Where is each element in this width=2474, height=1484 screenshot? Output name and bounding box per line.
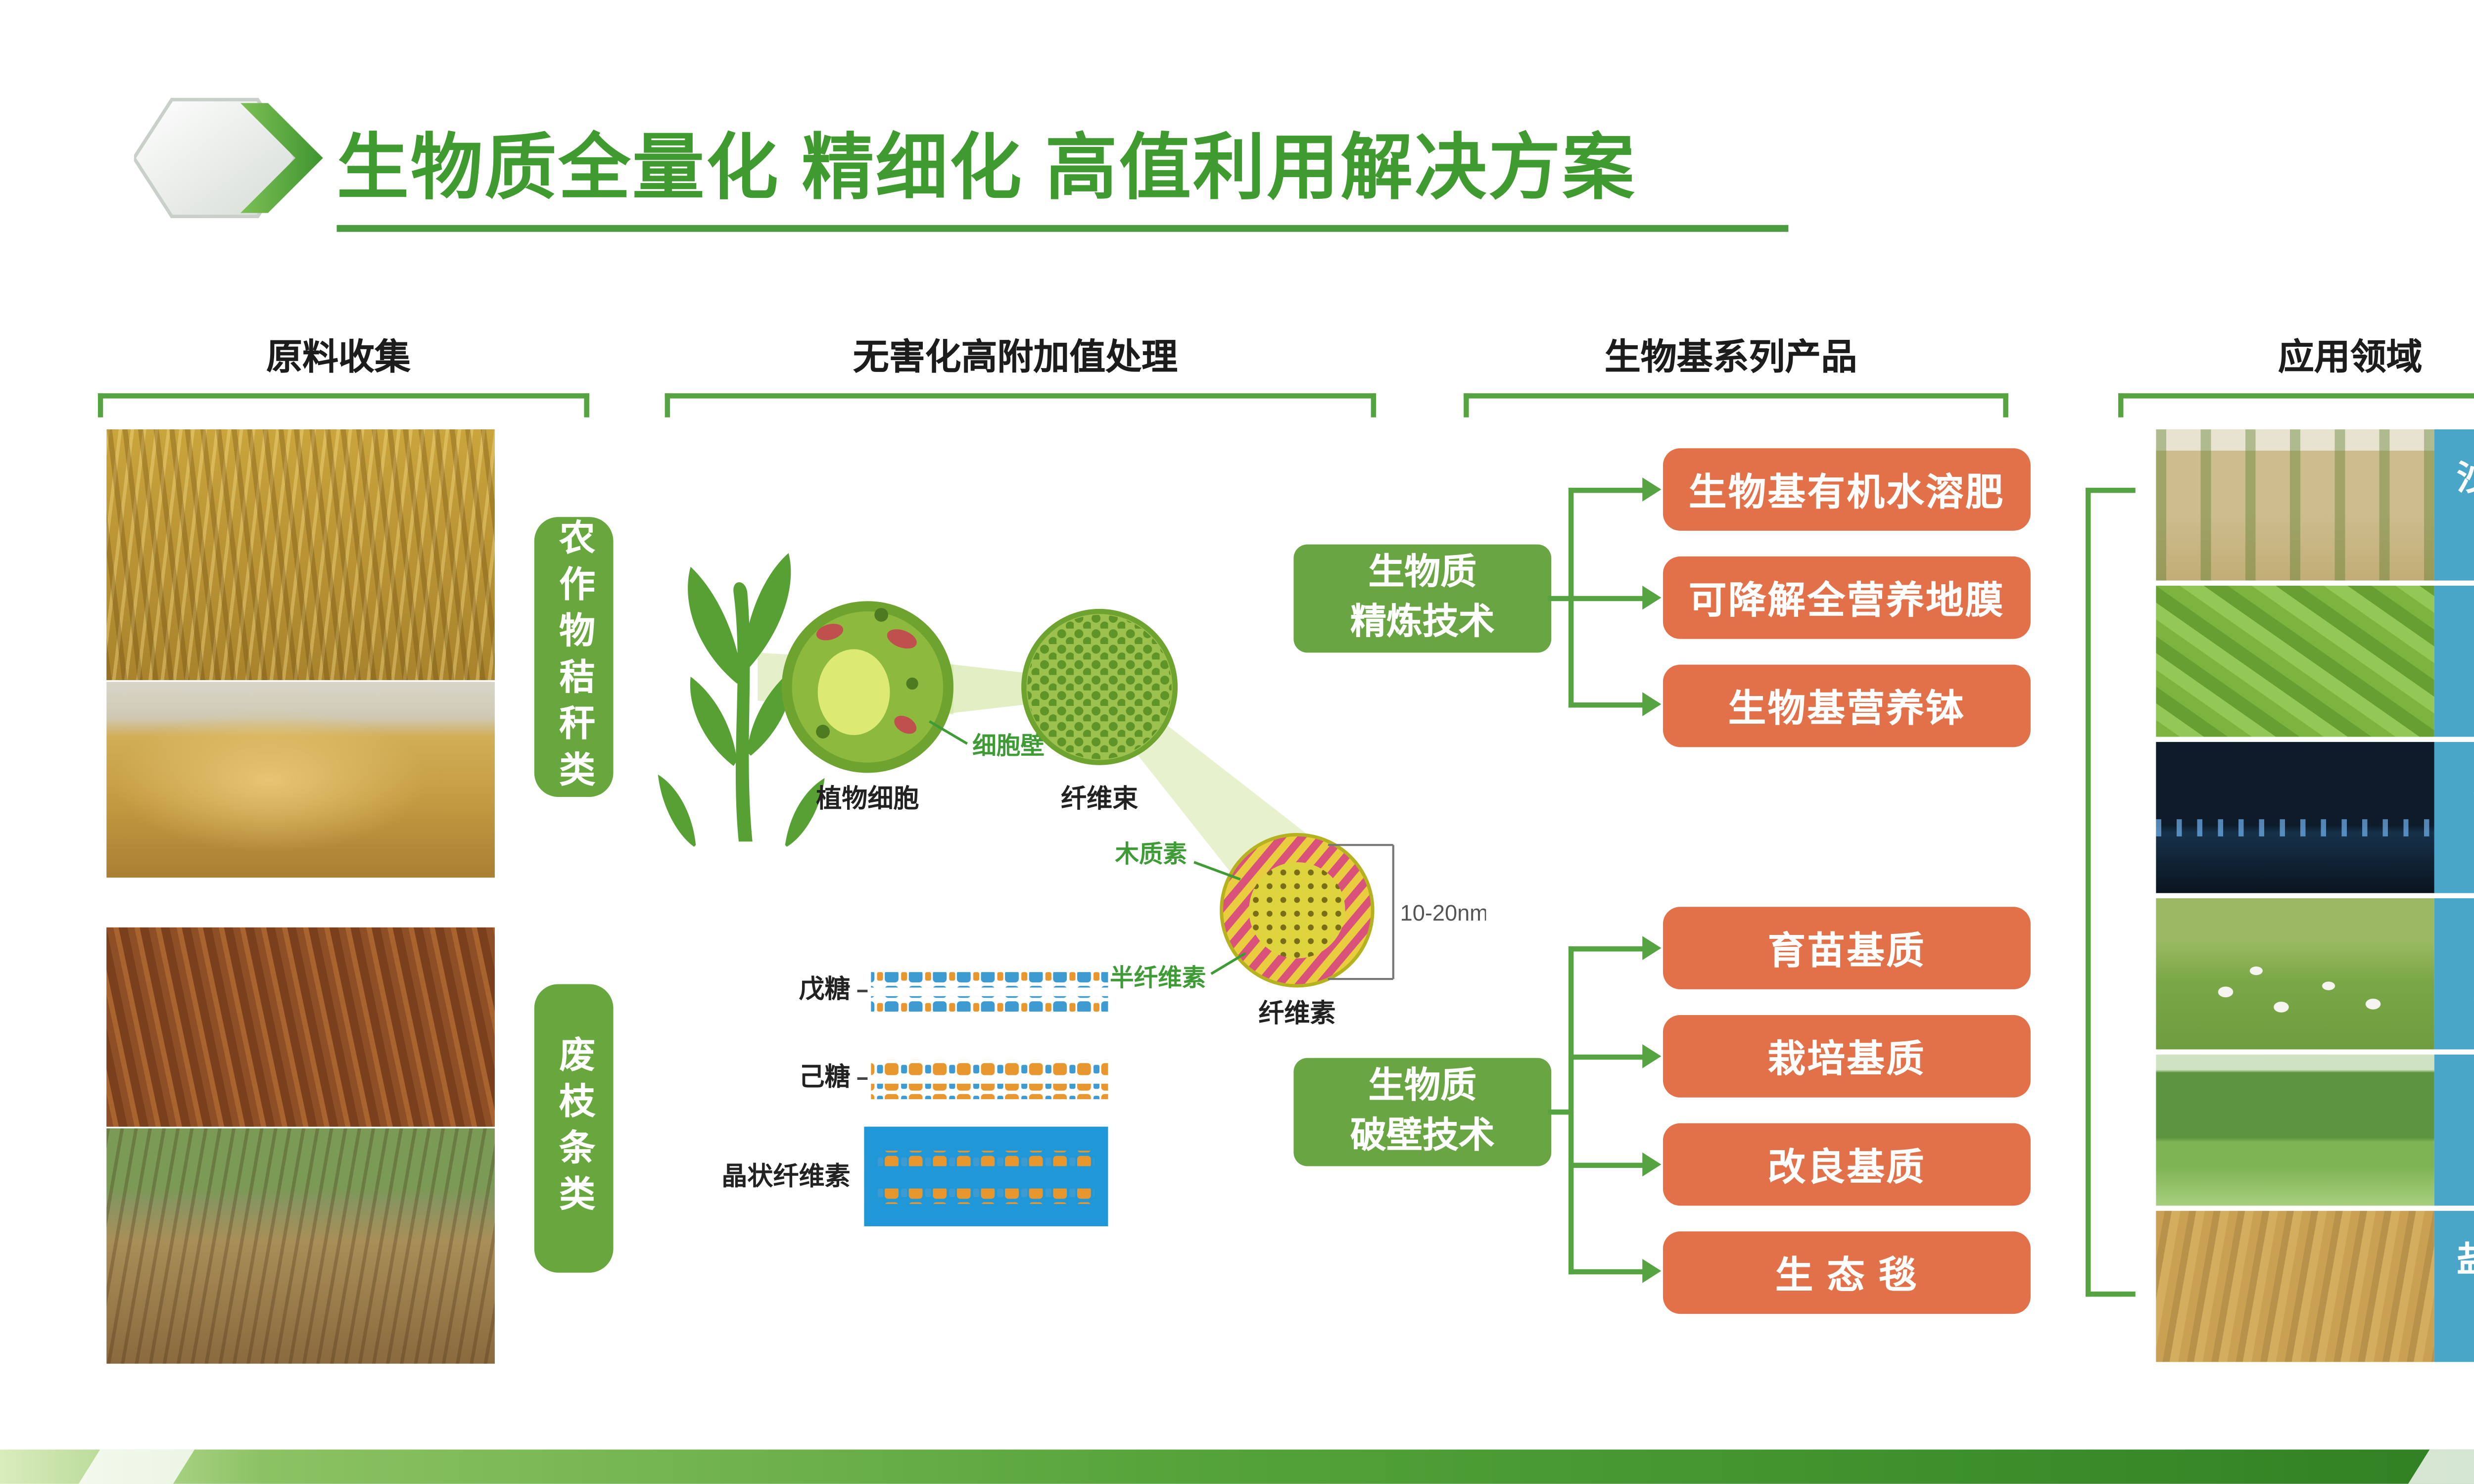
label-plant-cell: 植物细胞	[816, 785, 919, 813]
section-header-collection: 原料收集	[266, 338, 411, 378]
connector-arrow	[1568, 1258, 1662, 1283]
title-underline	[336, 225, 1789, 232]
product-box: 栽培基质	[1663, 1015, 2031, 1098]
section-header-processing: 无害化高附加值处理	[853, 338, 1178, 378]
pentose-chain-row	[871, 996, 1108, 1012]
product-box: 生物基有机水溶肥	[1663, 448, 2031, 531]
application-label: 园林 绿化	[2434, 1054, 2474, 1206]
product-box: 育苗基质	[1663, 907, 2031, 989]
connector-link	[1548, 596, 1572, 602]
label-hexose: 己糖	[799, 1063, 850, 1091]
lignin-leader-line	[1193, 861, 1241, 881]
photo-agriculture-data	[2156, 742, 2434, 893]
bottom-ribbon	[0, 1449, 2474, 1484]
application-label: 农业 数据	[2434, 742, 2474, 893]
label-waste-branch-category: 废枝条类	[534, 984, 614, 1273]
connector-arrow	[1568, 692, 1662, 716]
photo-straw-bales	[106, 682, 495, 878]
photo-corn-straw	[106, 429, 495, 680]
connector-arrow	[1568, 936, 1662, 960]
photo-waste-branches	[106, 927, 495, 1127]
application-label: 肥力 提升	[2434, 585, 2474, 737]
plant-cell-illustration	[781, 601, 953, 773]
application-label: 畜牧 养殖	[2434, 898, 2474, 1050]
cell-wall-leader-line	[929, 720, 968, 745]
section-header-applications: 应用领域	[2278, 338, 2423, 378]
product-box: 生物基营养钵	[1663, 664, 2031, 747]
label-crystalline-cellulose: 晶状纤维素	[721, 1162, 850, 1191]
tech-box-refining: 生物质 精炼技术	[1293, 544, 1552, 653]
hexagon-bullet-icon	[132, 96, 327, 228]
crystalline-region-box	[864, 1126, 1108, 1227]
connector-link	[1548, 1109, 1572, 1115]
section-header-products: 生物基系列产品	[1604, 338, 1857, 378]
bracket-products	[1464, 393, 2008, 417]
connector-arrow	[1568, 477, 1662, 502]
label-cellulose: 纤维素	[1258, 999, 1335, 1028]
photo-orchard-prunings	[106, 1128, 495, 1364]
application-label: 盐碱地 改良	[2434, 1210, 2474, 1362]
fiber-bundle-illustration	[1021, 608, 1178, 765]
processing-diagram: 细胞壁 植物细胞 纤维束 木质素 半纤维素 纤维素 10-20nm 戊糖 己糖	[658, 553, 1486, 1227]
crystalline-chain-row	[878, 1188, 1094, 1204]
hexose-chain-row	[871, 1083, 1108, 1100]
connector-trunk	[1568, 946, 1574, 1275]
label-crop-straw-category: 农作物秸秆类	[534, 517, 614, 797]
plant-illustration	[658, 553, 825, 847]
fiber-cross-section-illustration	[1220, 833, 1375, 988]
product-box: 改良基质	[1663, 1123, 2031, 1206]
label-pentose: 戊糖	[799, 975, 850, 1004]
tech-box-wall-breaking: 生物质 破壁技术	[1293, 1058, 1552, 1166]
connector-arrow	[1568, 1152, 1662, 1177]
label-diameter: 10-20nm	[1400, 900, 1486, 926]
application-label: 沙漠化 治理	[2434, 429, 2474, 581]
bracket-collection	[97, 393, 589, 417]
photo-livestock-breeding	[2156, 898, 2434, 1050]
label-cell-wall: 细胞壁	[972, 733, 1045, 759]
photo-fertility-improvement	[2156, 585, 2434, 737]
label-fiber-bundle: 纤维束	[1061, 785, 1138, 813]
product-box: 生 态 毯	[1663, 1231, 2031, 1314]
label-lignin: 木质素	[1115, 841, 1187, 868]
product-box: 可降解全营养地膜	[1663, 556, 2031, 639]
ribbon-fold-right	[2408, 1449, 2474, 1484]
beam-cell-to-bundle	[940, 663, 1029, 715]
photo-saline-soil-improvement	[2156, 1210, 2434, 1362]
connector-arrow	[1568, 1044, 1662, 1068]
label-hemicellulose: 半纤维素	[1110, 965, 1206, 991]
pentose-chain-row	[871, 972, 1108, 988]
photo-desertification-control	[2156, 429, 2434, 581]
slide-title: 生物质全量化 精细化 高值利用解决方案	[336, 127, 1636, 208]
bracket-applications	[2118, 393, 2474, 417]
bracket-processing	[665, 393, 1377, 417]
photo-landscape-greening	[2156, 1054, 2434, 1206]
dimension-lines	[1328, 844, 1394, 980]
applications-bracket	[2086, 488, 2136, 1297]
crystalline-chain-row	[878, 1151, 1094, 1166]
hemicellulose-leader-line	[1210, 952, 1246, 975]
ribbon-fold-left	[78, 1449, 195, 1484]
hexose-chain-row	[871, 1060, 1108, 1075]
connector-arrow	[1568, 585, 1662, 610]
